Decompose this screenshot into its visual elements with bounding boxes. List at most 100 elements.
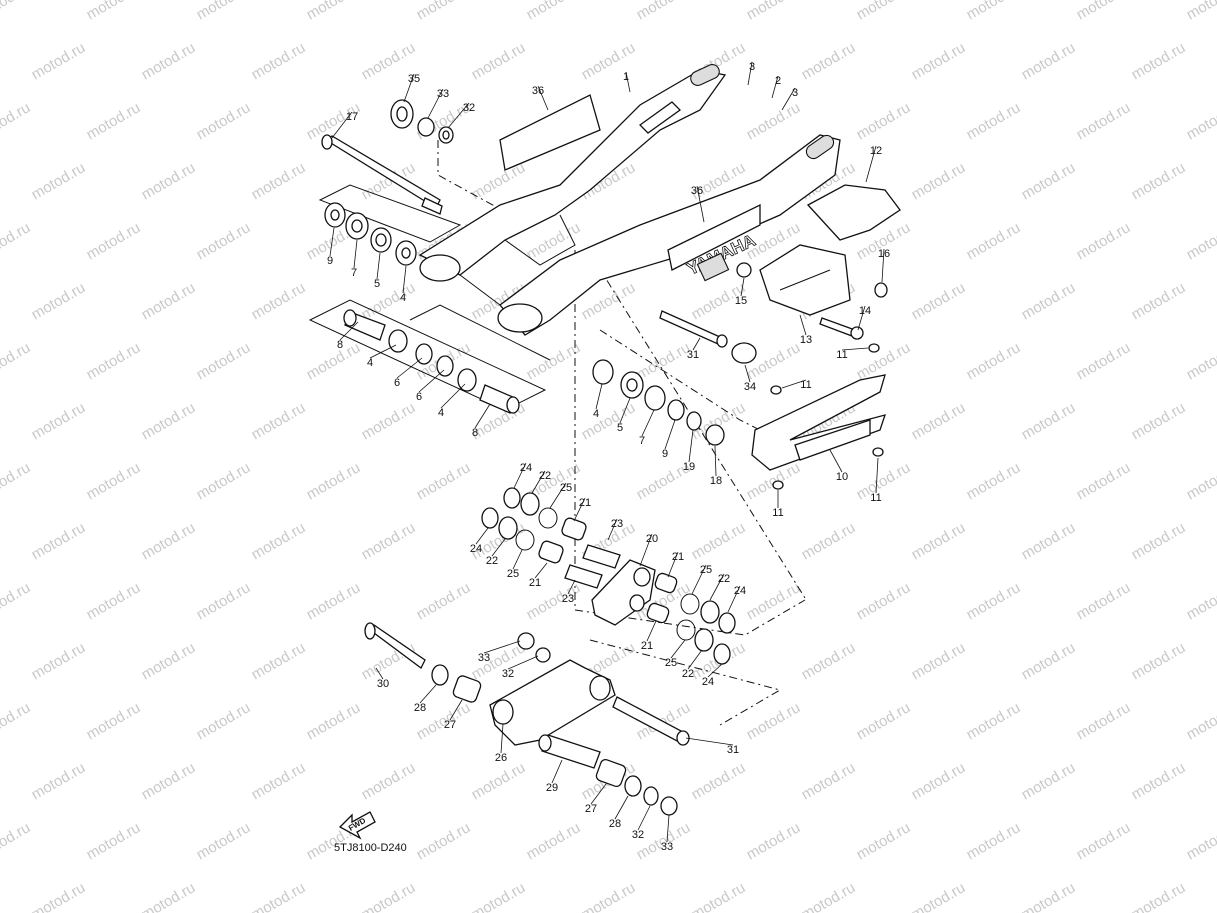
watermark-text: motod.ru: [304, 579, 364, 623]
part-callout-number: 11: [870, 492, 881, 504]
watermark-text: motod.ru: [1074, 459, 1134, 503]
callout-leader-line: [513, 462, 527, 489]
callout-leader-line: [353, 239, 358, 269]
watermark-text: motod.ru: [964, 219, 1024, 263]
watermark-text: motod.ru: [1129, 39, 1189, 83]
callout-leader-line: [396, 357, 423, 379]
part-callout-number: 6: [416, 391, 422, 403]
part-callout-number: 25: [507, 568, 519, 580]
watermark-text: motod.ru: [249, 759, 309, 803]
watermark-text: motod.ru: [964, 339, 1024, 383]
watermark-text: motod.ru: [1129, 279, 1189, 323]
pivot-cap-parts: [390, 99, 454, 144]
watermark-text: motod.ru: [414, 0, 474, 23]
part-callout-number: 24: [520, 462, 532, 474]
watermark-text: motod.ru: [139, 279, 199, 323]
callout-leader-line: [483, 640, 521, 654]
part-callout-number: 16: [878, 248, 890, 260]
watermark-text: motod.ru: [194, 819, 254, 863]
watermark-text: motod.ru: [469, 159, 529, 203]
part-callout-number: 18: [710, 475, 722, 487]
watermark-text: motod.ru: [1129, 639, 1189, 683]
callout-leader-line: [687, 649, 703, 670]
part-callout-number: 7: [639, 435, 645, 447]
watermark-text: motod.ru: [964, 819, 1024, 863]
chain-guide-parts: [736, 184, 901, 340]
part-callout-number: 4: [400, 292, 406, 304]
part-callout-number: 17: [346, 111, 358, 123]
callout-leader-line: [376, 252, 381, 280]
watermark-text: motod.ru: [1129, 519, 1189, 563]
watermark-text: motod.ru: [909, 39, 969, 83]
watermark-text: motod.ru: [1129, 399, 1189, 443]
part-callout-number: 21: [672, 551, 684, 563]
watermark-text: motod.ru: [1074, 0, 1134, 23]
callout-leader-line: [619, 397, 631, 424]
callout-leader-line: [667, 551, 679, 578]
part-callout-number: 8: [337, 339, 343, 351]
part-callout-number: 4: [438, 407, 444, 419]
watermark-text: motod.ru: [139, 159, 199, 203]
watermark-text: motod.ru: [29, 879, 89, 913]
callout-leader-line: [841, 347, 869, 351]
callout-leader-line: [447, 102, 470, 129]
callout-leader-line: [590, 783, 607, 805]
callout-leader-line: [402, 265, 407, 294]
watermark-text: motod.ru: [1074, 219, 1134, 263]
watermark-text: motod.ru: [799, 39, 859, 83]
callout-leader-line: [614, 795, 629, 820]
watermark-text: motod.ru: [799, 879, 859, 913]
callout-leader-line: [534, 562, 548, 579]
callout-leader-line: [637, 805, 651, 831]
callout-leader-line: [881, 248, 885, 283]
watermark-text: motod.ru: [1184, 579, 1217, 623]
watermark-text: motod.ru: [414, 459, 474, 503]
watermark-text: motod.ru: [1019, 279, 1079, 323]
callout-leader-line: [440, 383, 466, 409]
watermark-text: motod.ru: [29, 519, 89, 563]
chain-slider: [751, 343, 886, 490]
watermark-text: motod.ru: [139, 639, 199, 683]
watermark-text: motod.ru: [964, 0, 1024, 23]
watermark-text: motod.ru: [1129, 759, 1189, 803]
watermark-text: motod.ru: [744, 99, 804, 143]
watermark-text: motod.ru: [0, 0, 33, 23]
part-callout-number: 27: [585, 803, 597, 815]
callout-leader-line: [427, 88, 444, 119]
callout-leader-line: [449, 699, 463, 721]
callout-leader-line: [740, 277, 745, 297]
watermark-text: motod.ru: [249, 519, 309, 563]
watermark-text: motod.ru: [964, 99, 1024, 143]
part-callout-number: 9: [662, 448, 668, 460]
watermark-text: motod.ru: [854, 459, 914, 503]
watermark-text: motod.ru: [579, 399, 639, 443]
part-callout-number: 23: [562, 593, 574, 605]
watermark-text: motod.ru: [1184, 99, 1217, 143]
watermark-text: motod.ru: [744, 579, 804, 623]
part-callout-number: 33: [661, 841, 673, 853]
callout-leader-line: [537, 85, 549, 111]
part-callout-number: 11: [772, 507, 783, 519]
pivot-shaft: [321, 134, 443, 215]
watermark-text: motod.ru: [194, 219, 254, 263]
part-callout-number: 3: [792, 87, 798, 99]
watermark-text: motod.ru: [0, 579, 33, 623]
watermark-text: motod.ru: [1019, 399, 1079, 443]
part-callout-number: 26: [495, 752, 507, 764]
watermark-text: motod.ru: [634, 0, 694, 23]
watermark-text: motod.ru: [524, 0, 584, 23]
part-callout-number: 25: [700, 564, 712, 576]
part-callout-number: 5: [617, 422, 623, 434]
watermark-text: motod.ru: [909, 879, 969, 913]
part-callout-number: 28: [609, 818, 621, 830]
part-callout-number: 30: [377, 678, 389, 690]
callout-leader-line: [829, 449, 843, 473]
watermark-text: motod.ru: [1129, 159, 1189, 203]
watermark-text: motod.ru: [1184, 699, 1217, 743]
watermark-text: motod.ru: [1184, 339, 1217, 383]
watermark-text: motod.ru: [854, 819, 914, 863]
watermark-text: motod.ru: [194, 699, 254, 743]
watermark-text: motod.ru: [1184, 819, 1217, 863]
part-callout-number: 27: [444, 719, 456, 731]
